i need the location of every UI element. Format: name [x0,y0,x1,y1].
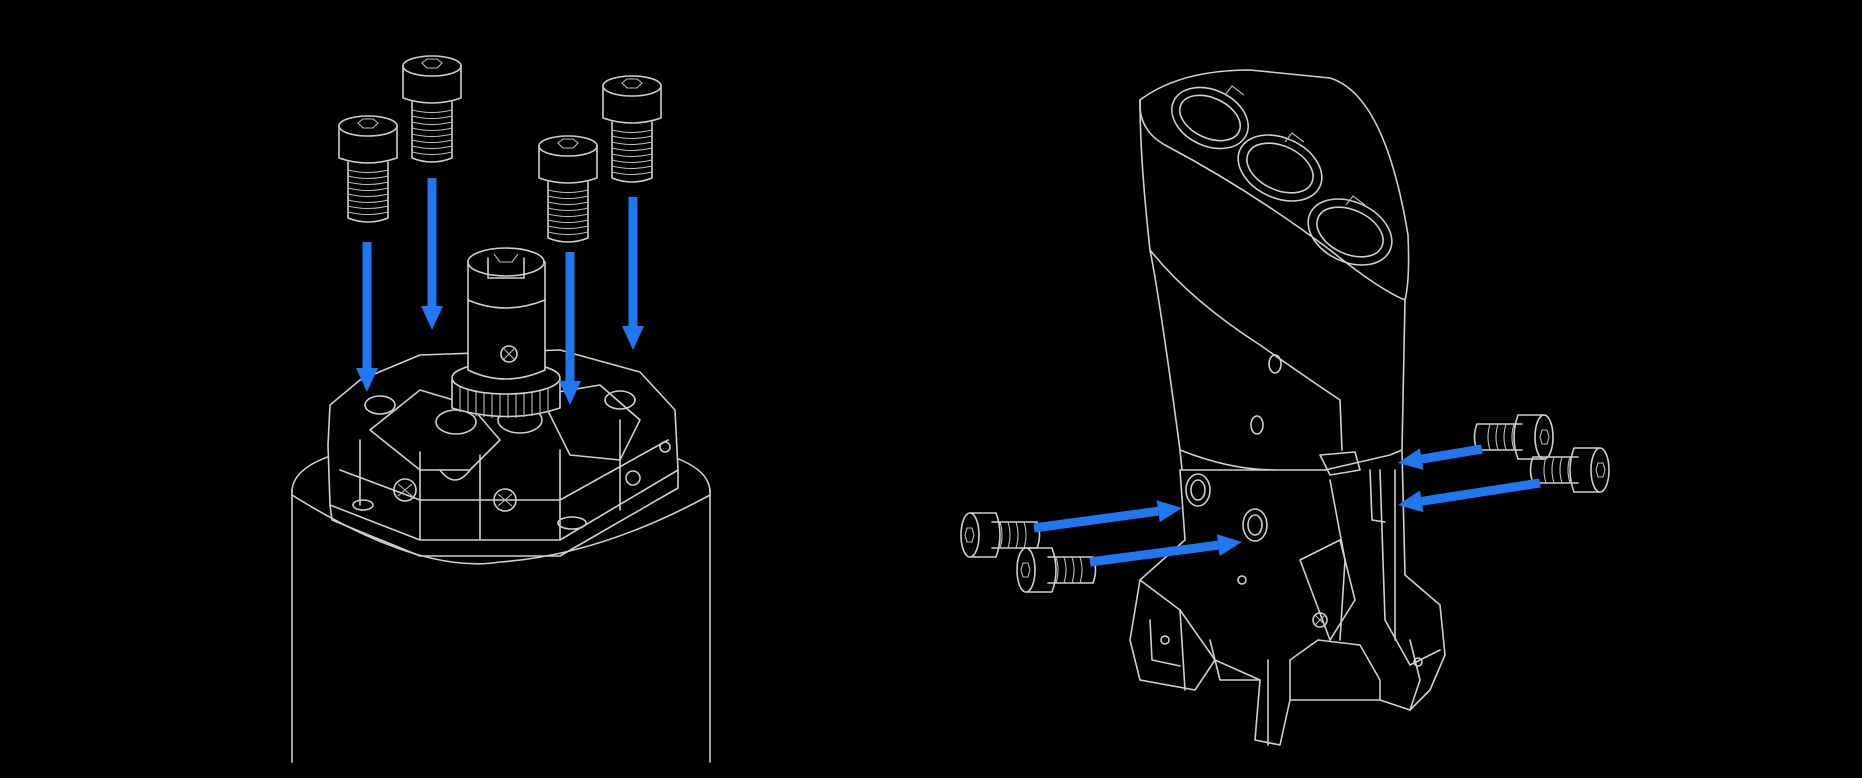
insertion-arrow-head [622,326,644,350]
insertion-arrows [356,178,644,405]
insertion-arrows [1033,444,1541,567]
insertion-arrow-head [1398,448,1424,470]
insertion-arrow-shaft [1420,444,1483,464]
mount-plate [327,349,679,557]
arm-bracket-assembly [960,69,1609,746]
motor-mount-assembly [291,55,711,763]
arm-body [1139,69,1410,521]
bracket-base [1129,449,1446,746]
insertion-arrow-head [421,306,443,330]
insertion-arrow-head [1398,490,1424,513]
cap-screw [538,135,598,243]
cap-screw [402,55,462,163]
motor-cylinder [291,447,711,763]
cap-screw [1475,415,1554,459]
insertion-arrow-head [1216,534,1242,557]
insertion-arrow-shaft [1089,540,1219,567]
cap-screw [602,75,662,183]
insertion-arrow-shaft [1421,478,1541,506]
cap-screw [338,115,398,223]
insertion-arrow-head [1156,500,1182,523]
insertion-arrow-head [559,381,581,405]
cap-screw [1016,547,1097,593]
motor-shaft [451,247,561,418]
insertion-arrow-shaft [1033,506,1159,533]
mount-screws [338,55,662,243]
insertion-arrow-head [356,368,378,392]
